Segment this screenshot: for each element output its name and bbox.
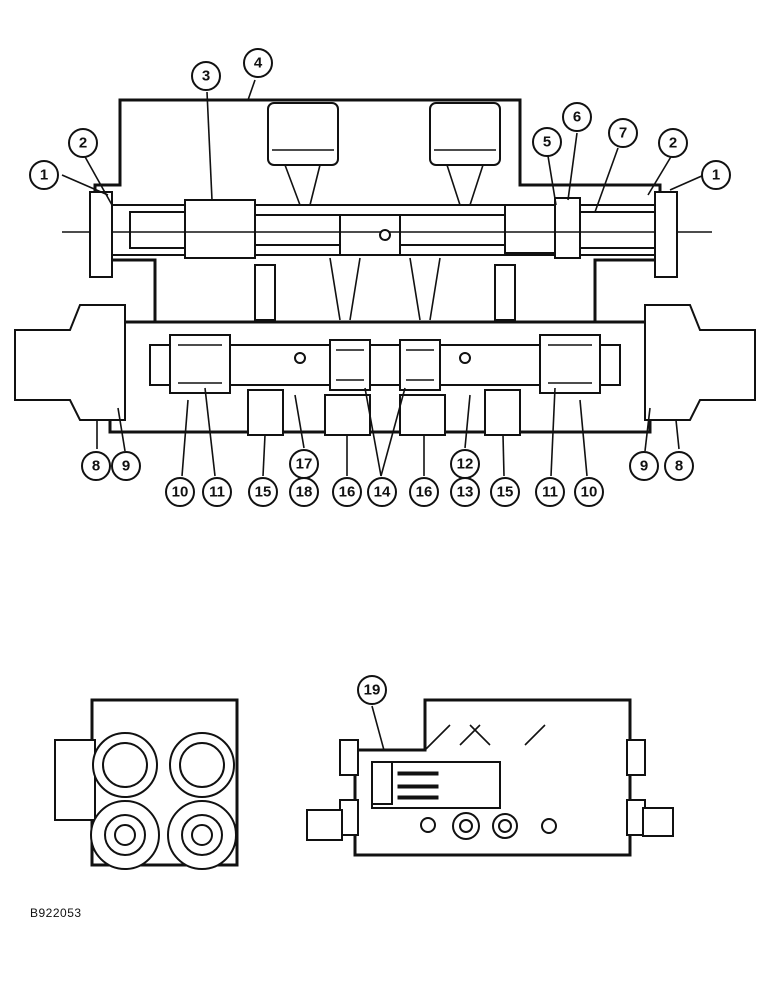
callout-18: 18 [289, 477, 319, 507]
svg-text:2: 2 [79, 135, 87, 152]
svg-text:8: 8 [92, 458, 100, 475]
svg-text:15: 15 [255, 484, 272, 501]
svg-text:10: 10 [581, 484, 598, 501]
spring-coils [178, 344, 592, 384]
callout-7: 7 [608, 118, 638, 148]
svg-text:2: 2 [669, 135, 677, 152]
valve-section-view [14, 98, 756, 436]
callout-12: 12 [450, 449, 480, 479]
svg-text:9: 9 [122, 458, 130, 475]
valve-side-view [306, 698, 674, 857]
callout-2b: 2 [658, 128, 688, 158]
figure-code: B922053 [30, 906, 82, 920]
callout-9a: 9 [111, 451, 141, 481]
callout-1b: 1 [701, 160, 731, 190]
svg-text:4: 4 [254, 55, 263, 72]
callout-8a: 8 [81, 451, 111, 481]
leader-lines [61, 79, 705, 766]
svg-text:1: 1 [712, 167, 720, 184]
svg-text:6: 6 [573, 109, 581, 126]
callout-19: 19 [357, 675, 387, 705]
callout-11b: 11 [535, 477, 565, 507]
callout-10a: 10 [165, 477, 195, 507]
callout-11a: 11 [202, 477, 232, 507]
svg-text:18: 18 [296, 484, 313, 501]
svg-text:13: 13 [457, 484, 474, 501]
callout-16b: 16 [409, 477, 439, 507]
svg-text:9: 9 [640, 458, 648, 475]
callout-4: 4 [243, 48, 273, 78]
callout-2a: 2 [68, 128, 98, 158]
callout-3: 3 [191, 61, 221, 91]
svg-text:11: 11 [542, 484, 558, 501]
svg-text:16: 16 [339, 484, 356, 501]
callout-16a: 16 [332, 477, 362, 507]
svg-text:17: 17 [296, 456, 313, 473]
svg-text:5: 5 [543, 134, 551, 151]
svg-text:12: 12 [457, 456, 474, 473]
svg-text:7: 7 [619, 125, 627, 142]
callout-17: 17 [289, 449, 319, 479]
callout-1a: 1 [29, 160, 59, 190]
svg-text:8: 8 [675, 458, 683, 475]
callout-9b: 9 [629, 451, 659, 481]
svg-text:1: 1 [40, 167, 48, 184]
valve-end-view [54, 698, 239, 870]
svg-text:14: 14 [374, 484, 391, 501]
callout-8b: 8 [664, 451, 694, 481]
callout-15a: 15 [248, 477, 278, 507]
callout-5: 5 [532, 127, 562, 157]
svg-text:3: 3 [202, 68, 210, 85]
svg-text:11: 11 [209, 484, 225, 501]
callout-10b: 10 [574, 477, 604, 507]
svg-text:19: 19 [364, 682, 381, 699]
callout-14: 14 [367, 477, 397, 507]
callout-13: 13 [450, 477, 480, 507]
svg-text:15: 15 [497, 484, 514, 501]
svg-text:10: 10 [172, 484, 189, 501]
svg-text:16: 16 [416, 484, 433, 501]
callout-15b: 15 [490, 477, 520, 507]
callout-6: 6 [562, 102, 592, 132]
